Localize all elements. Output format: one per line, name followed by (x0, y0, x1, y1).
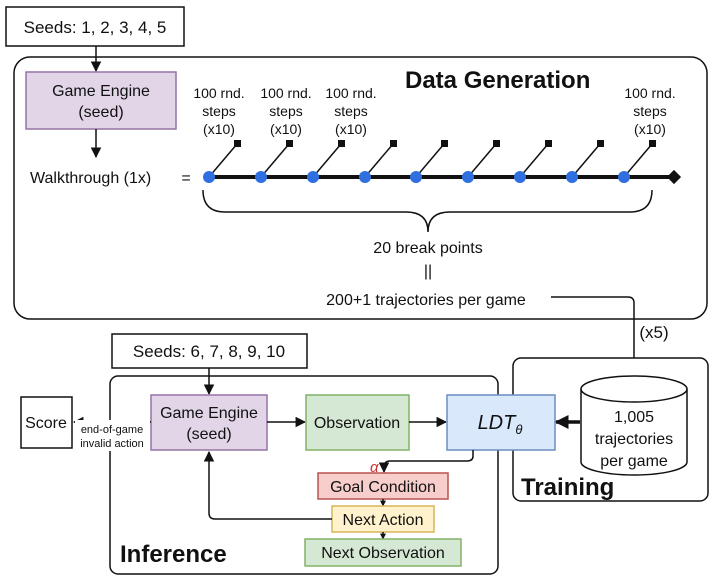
break-points-brace (202, 189, 653, 233)
rnd-steps-label-4: 100 rnd. steps (x10) (624, 85, 675, 137)
branch-end-marker (649, 140, 656, 147)
game-engine-bottom-line2: (seed) (186, 426, 231, 443)
data-generation-panel (13, 56, 708, 320)
end-condition-line1: end-of-game (81, 424, 143, 436)
random-steps-branch (364, 143, 394, 178)
svg-text:100 rnd.: 100 rnd. (325, 85, 376, 101)
break-point-dot (462, 171, 474, 183)
training-title: Training (521, 474, 614, 501)
branch-end-marker (493, 140, 500, 147)
next-action-label: Next Action (343, 512, 424, 529)
branch-end-marker (441, 140, 448, 147)
break-point-dot (359, 171, 371, 183)
rnd-steps-label-3: 100 rnd. steps (x10) (325, 85, 376, 137)
seeds-top-box (5, 6, 185, 47)
end-condition-line2: invalid action (80, 438, 144, 450)
seeds-top-label: Seeds: 1, 2, 3, 4, 5 (24, 18, 167, 37)
seeds-bottom-label: Seeds: 6, 7, 8, 9, 10 (133, 342, 285, 361)
branch-end-marker (286, 140, 293, 147)
game-engine-top-box (25, 71, 177, 130)
break-point-dot (203, 171, 215, 183)
game-engine-top-line2: (seed) (78, 104, 123, 121)
random-steps-branch (208, 143, 238, 178)
random-steps-branch (519, 143, 549, 178)
database-line2: trajectories (595, 431, 673, 448)
ldt-subscript: θ (515, 422, 522, 437)
timeline-end-diamond (666, 169, 682, 185)
random-steps-branch (571, 143, 601, 178)
trajectories-database (580, 375, 688, 476)
break-point-dot (566, 171, 578, 183)
random-steps-branch (623, 143, 653, 178)
branch-end-marker (597, 140, 604, 147)
branch-end-marker (545, 140, 552, 147)
branch-end-marker (234, 140, 241, 147)
next-observation-box (304, 538, 462, 567)
observation-label: Observation (314, 415, 400, 432)
ldt-label: LDTθ (478, 412, 523, 437)
score-box (20, 396, 73, 449)
random-steps-branch (415, 143, 445, 178)
game-engine-bottom-box (150, 394, 268, 451)
goal-condition-label: Goal Condition (330, 479, 436, 496)
svg-text:steps: steps (633, 103, 666, 119)
game-engine-top-line1: Game Engine (52, 83, 150, 100)
next-observation-label: Next Observation (321, 545, 445, 562)
trajectories-label: 200+1 trajectories per game (326, 292, 526, 309)
break-point-dot (255, 171, 267, 183)
svg-text:(x10): (x10) (270, 121, 302, 137)
seeds-bottom-box (111, 333, 308, 369)
svg-text:steps: steps (334, 103, 367, 119)
svg-text:(x10): (x10) (335, 121, 367, 137)
arrow-ldt-to-goal (378, 450, 474, 474)
double-bar-symbol: || (424, 263, 432, 280)
svg-text:(x10): (x10) (203, 121, 235, 137)
walkthrough-label: Walkthrough (1x) (30, 170, 151, 187)
break-point-dot (410, 171, 422, 183)
branch-end-marker (338, 140, 345, 147)
equals-sign: = (181, 170, 190, 187)
alpha-symbol: α (370, 459, 379, 476)
goal-condition-box (317, 472, 449, 500)
data-generation-title: Data Generation (405, 67, 590, 94)
random-steps-branch (467, 143, 497, 178)
arrow-datagen-to-training (551, 296, 640, 377)
break-points-label: 20 break points (373, 240, 482, 257)
ldt-base: LDT (478, 412, 518, 434)
svg-text:(x10): (x10) (634, 121, 666, 137)
rnd-steps-label-1: 100 rnd. steps (x10) (193, 85, 244, 137)
svg-text:100 rnd.: 100 rnd. (624, 85, 675, 101)
svg-text:100 rnd.: 100 rnd. (260, 85, 311, 101)
random-steps-branch (312, 143, 342, 178)
break-point-dot (307, 171, 319, 183)
game-engine-bottom-line1: Game Engine (160, 405, 258, 422)
end-condition-label-bg (75, 420, 150, 451)
svg-text:steps: steps (269, 103, 302, 119)
arrow-action-to-engine (203, 450, 332, 520)
multiplier-label: (x5) (639, 323, 668, 342)
database-line1: 1,005 (614, 409, 654, 426)
break-points (203, 140, 656, 183)
break-point-dot (618, 171, 630, 183)
rnd-steps-label-2: 100 rnd. steps (x10) (260, 85, 311, 137)
branch-end-marker (390, 140, 397, 147)
svg-text:100 rnd.: 100 rnd. (193, 85, 244, 101)
score-label: Score (25, 415, 67, 432)
break-point-dot (514, 171, 526, 183)
random-steps-branch (260, 143, 290, 178)
database-line3: per game (600, 453, 668, 470)
ldt-box (446, 394, 556, 451)
svg-text:steps: steps (202, 103, 235, 119)
inference-title: Inference (120, 541, 227, 568)
